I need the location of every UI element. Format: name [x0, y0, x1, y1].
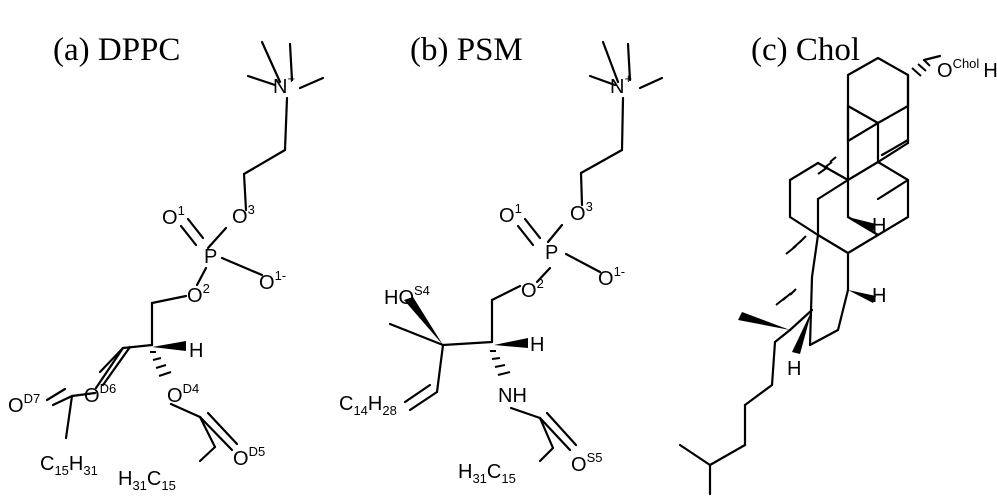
- svg-text:O1: O1: [499, 201, 522, 227]
- psm-wedge-bond-h: [494, 338, 528, 348]
- psm-o3: O: [570, 203, 586, 225]
- svg-text:O1: O1: [162, 203, 185, 229]
- svg-text:O3: O3: [232, 202, 255, 228]
- dppc-p: P: [204, 246, 217, 268]
- dppc-o1-minus: O: [259, 272, 275, 294]
- svg-text:N+: N+: [273, 71, 295, 98]
- svg-text:HOS4: HOS4: [384, 283, 430, 309]
- svg-text:OD5: OD5: [233, 444, 265, 470]
- svg-text:H31C15: H31C15: [458, 461, 516, 486]
- panel-title-dppc: (a) DPPC: [53, 32, 181, 68]
- dppc-o3-sup: 3: [248, 202, 255, 217]
- svg-text:O1-: O1-: [598, 264, 625, 290]
- svg-text:O1-: O1-: [259, 268, 286, 294]
- psm-os5: O: [571, 454, 587, 476]
- psm-wedge-bond-ho: [404, 297, 443, 345]
- dppc-hashed-bond: [150, 351, 172, 377]
- dppc-h31c15-h-sub: 31: [132, 478, 146, 493]
- panel-title-psm: (b) PSM: [410, 32, 523, 68]
- psm-o1-sup: 1: [515, 201, 522, 216]
- chol-wedge-h1: [848, 217, 876, 231]
- dppc-h31c15-c: C: [147, 468, 161, 490]
- dppc-structure: N+ O3 O1 P O1- O2 H OD6 OD4 OD7 OD5 C15H…: [8, 40, 325, 493]
- psm-n-charge: +: [624, 71, 632, 86]
- chol-h-1: H: [872, 215, 886, 237]
- svg-text:O2: O2: [187, 281, 210, 307]
- chol-h-2: H: [872, 285, 886, 307]
- dppc-od5-sup: D5: [249, 444, 266, 459]
- dppc-h31c15-c-sub: 15: [161, 478, 175, 493]
- svg-text:OD4: OD4: [167, 381, 199, 407]
- dppc-od4: O: [167, 385, 183, 407]
- psm-o3-sup: 3: [586, 199, 593, 214]
- dppc-c15h31-c: C: [40, 453, 54, 475]
- chol-wedge-h2: [848, 290, 876, 303]
- dppc-o2: O: [187, 285, 203, 307]
- svg-text:C14H28: C14H28: [339, 393, 397, 418]
- dppc-o3: O: [232, 206, 248, 228]
- psm-c14h28-h-sub: 28: [382, 403, 396, 418]
- psm-n: N: [610, 76, 624, 98]
- svg-text:N+: N+: [610, 71, 632, 98]
- psm-nh: NH: [498, 385, 527, 407]
- chol-wedge-h3: [792, 310, 812, 354]
- psm-ho-sup: S4: [414, 283, 430, 298]
- psm-structure: N+ O3 O1 P O1- O2 HOS4 H C14H28 NH H31C1…: [339, 40, 664, 486]
- chol-o: O: [937, 60, 953, 82]
- psm-o2: O: [521, 280, 537, 302]
- dppc-c15h31-h: H: [69, 453, 83, 475]
- psm-hashed-bond: [490, 350, 511, 376]
- dppc-c15h31-c-sub: 15: [54, 463, 68, 478]
- chol-hashed-bonds: [775, 59, 931, 306]
- dppc-od5: O: [233, 448, 249, 470]
- psm-c14h28-h: H: [368, 393, 382, 415]
- panel-title-chol: (c) Chol: [751, 32, 861, 68]
- dppc-wedge-bond: [152, 341, 186, 351]
- psm-o2-sup: 2: [537, 276, 544, 291]
- psm-o1-minus: O: [598, 268, 614, 290]
- dppc-o1-minus-sup: 1-: [275, 268, 287, 283]
- psm-p: P: [545, 242, 558, 264]
- svg-text:O3: O3: [570, 199, 593, 225]
- psm-o1: O: [499, 205, 515, 227]
- svg-text:OD6: OD6: [84, 381, 116, 407]
- dppc-h31c15-h: H: [118, 468, 132, 490]
- svg-text:OS5: OS5: [571, 450, 602, 476]
- dppc-o2-sup: 2: [203, 281, 210, 296]
- psm-os5-sup: S5: [587, 450, 603, 465]
- chol-oh-h: H: [983, 60, 997, 82]
- dppc-n-charge: +: [287, 71, 295, 86]
- psm-h31c15-c: C: [487, 461, 501, 483]
- dppc-n: N: [273, 76, 287, 98]
- psm-h31c15-h-sub: 31: [472, 471, 486, 486]
- psm-c14h28-c-sub: 14: [353, 403, 367, 418]
- dppc-od6: O: [84, 385, 100, 407]
- dppc-od6-sup: D6: [100, 381, 117, 396]
- psm-o1-minus-sup: 1-: [614, 264, 626, 279]
- psm-h31c15-c-sub: 15: [501, 471, 515, 486]
- dppc-c15h31-h-sub: 31: [83, 463, 97, 478]
- psm-c14h28-c: C: [339, 393, 353, 415]
- dppc-od7: O: [8, 395, 24, 417]
- svg-text:O2: O2: [521, 276, 544, 302]
- psm-ho: HO: [384, 287, 414, 309]
- dppc-o1-sup: 1: [178, 203, 185, 218]
- psm-h31c15-h: H: [458, 461, 472, 483]
- svg-text:H31C15: H31C15: [118, 468, 176, 493]
- dppc-h: H: [189, 340, 203, 362]
- chol-wedge-methyl: [738, 312, 790, 330]
- dppc-o1: O: [162, 207, 178, 229]
- chol-o-sup: Chol: [953, 56, 980, 71]
- psm-h: H: [530, 334, 544, 356]
- chol-h-3: H: [787, 358, 801, 380]
- dppc-od4-sup: D4: [183, 381, 200, 396]
- dppc-od7-sup: D7: [24, 391, 41, 406]
- svg-text:C15H31: C15H31: [40, 453, 98, 478]
- svg-text:OD7: OD7: [8, 391, 40, 417]
